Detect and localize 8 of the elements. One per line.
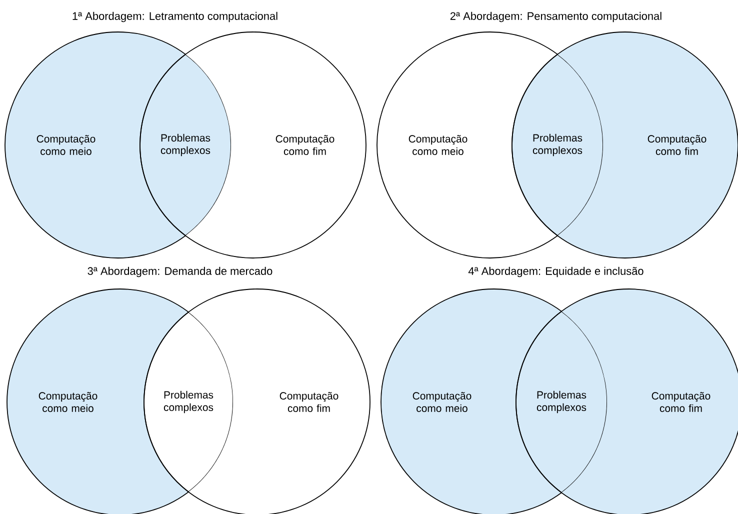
panel-title: 1ª Abordagem: Letramento computacional: [72, 12, 278, 22]
panel-title: 4ª Abordagem: Equidade e inclusão: [468, 266, 644, 278]
intersection-region: Problemas complexos: [512, 54, 604, 236]
intersection-region: Problemas complexos: [144, 312, 234, 492]
panel-title: 3ª Abordagem: Demanda de mercado: [88, 266, 272, 278]
intersection-region: Problemas complexos: [516, 310, 608, 494]
panel-title: 2ª Abordagem: Pensamento computacional: [450, 12, 662, 22]
intersection-region: Problemas complexos: [140, 54, 232, 236]
